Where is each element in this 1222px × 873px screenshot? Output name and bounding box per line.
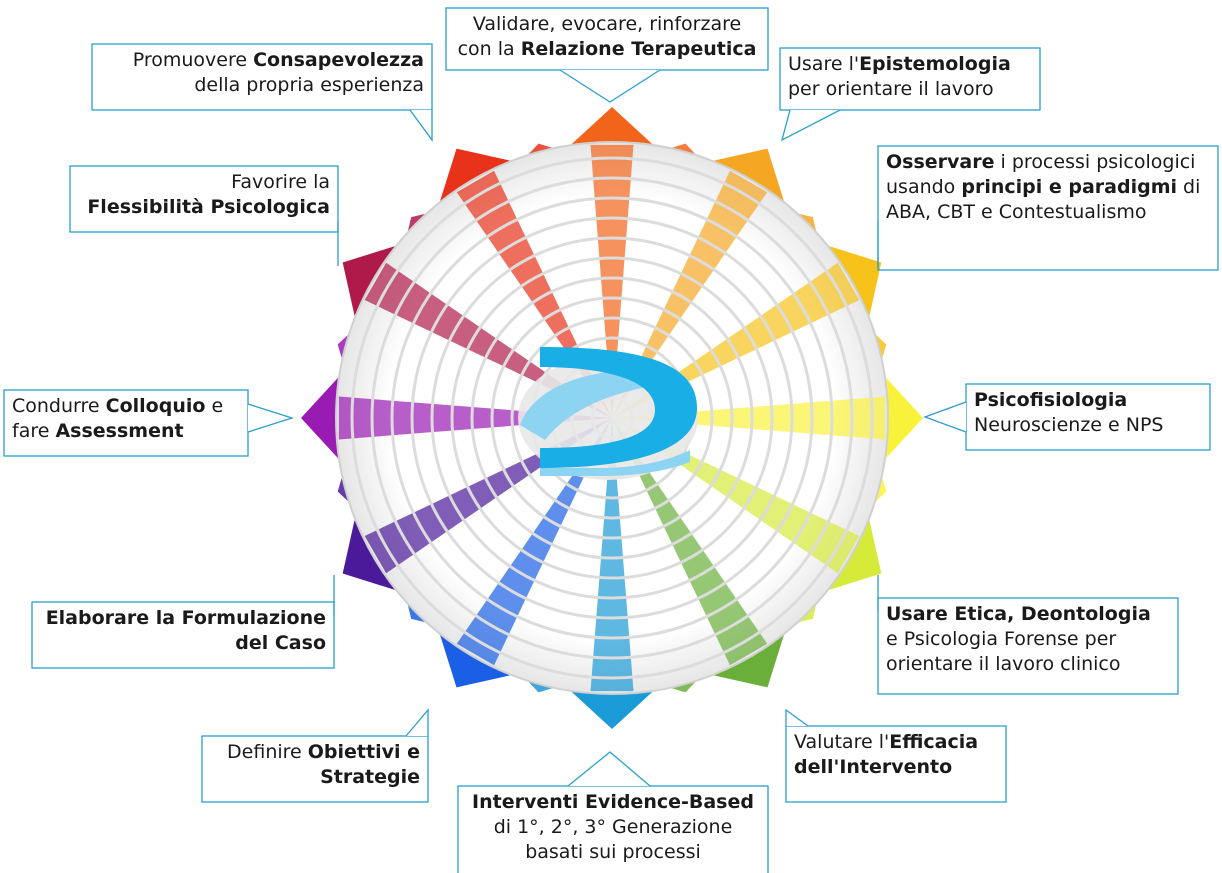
callout-text: Promuovere — [132, 49, 254, 71]
callout-etica: Usare Etica, Deontologia e Psicologia For… — [878, 598, 1178, 681]
wheel-ring — [450, 256, 774, 580]
callout-text: Interventi Evidence-Based — [472, 791, 754, 813]
wheel-ring — [350, 156, 874, 680]
callout-text: basati sui processi — [525, 841, 701, 863]
callout-text: Usare Etica, Deontologia — [886, 603, 1151, 625]
callout-text: della propria esperienza — [194, 74, 424, 96]
wheel-ring — [410, 216, 814, 620]
callout-text: Strategie — [320, 766, 420, 788]
wheel-ring — [370, 176, 854, 660]
wheel-ring — [430, 236, 794, 600]
callout-text: Neuroscienze e NPS — [974, 414, 1164, 436]
wheel-wedge — [338, 396, 612, 440]
callout-text: dell'Intervento — [794, 756, 953, 778]
callout-epistemologia: Usare l'Epistemologia per orientare il la… — [780, 48, 1040, 106]
logo-bottom-tail — [540, 448, 690, 476]
callout-text: e — [205, 395, 224, 417]
logo-lower-arc — [520, 370, 690, 440]
wheel-ring — [470, 276, 754, 560]
callout-text: Assessment — [55, 420, 184, 442]
callout-interventi: Interventi Evidence-Based di 1°, 2°, 3° G… — [458, 786, 768, 869]
callout-text: Obiettivi e — [307, 741, 420, 763]
wheel-wedge — [590, 144, 634, 418]
callout-text: di — [1177, 176, 1201, 198]
wheel-ring — [390, 196, 834, 640]
callout-relazione: Validare, evocare, rinforzare con la Rela… — [446, 8, 768, 66]
callout-osservare: Osservare i processi psicologici usando p… — [878, 146, 1218, 229]
callout-text: Validare, evocare, rinforzare — [472, 13, 742, 35]
callout-text: Flessibilità Psicologica — [87, 196, 330, 218]
callout-text: Consapevolezza — [253, 49, 424, 71]
callout-text: Usare l' — [788, 53, 860, 75]
callout-text: Psicofisiologia — [974, 389, 1128, 411]
callout-text: principi e paradigmi — [961, 176, 1178, 198]
callout-text: i processi psicologici — [994, 151, 1196, 173]
wheel-ring — [490, 296, 734, 540]
wheel-ring — [510, 316, 714, 520]
callout-text: e Psicologia Forense per — [886, 628, 1117, 650]
callout-text: Efficacia — [889, 731, 979, 753]
center-logo-icon — [518, 347, 698, 480]
callout-text: di 1°, 2°, 3° Generazione — [493, 816, 733, 838]
callout-flessibilita: Favorire la Flessibilità Psicologica — [70, 166, 338, 224]
wheel-wedge — [590, 418, 634, 692]
logo-upper-arc — [540, 347, 697, 468]
callout-text: Epistemologia — [859, 53, 1011, 75]
callout-colloquio: Condurre Colloquio e fare Assessment — [4, 390, 248, 448]
wheel-wedge — [612, 396, 886, 440]
callout-text: Elaborare la Formulazione — [45, 607, 326, 629]
callout-efficacia: Valutare l'Efficacia dell'Intervento — [786, 726, 1006, 784]
callout-text: Definire — [227, 741, 308, 763]
callout-formulazione: Elaborare la Formulazione del Caso — [32, 602, 334, 660]
callout-text: Relazione Terapeutica — [520, 38, 757, 60]
callout-text: Valutare l' — [794, 731, 890, 753]
callout-text: Colloquio — [105, 395, 206, 417]
callout-text: Favorire la — [231, 171, 330, 193]
callout-obiettivi: Definire Obiettivi e Strategie — [202, 736, 428, 794]
callout-text: del Caso — [235, 632, 326, 654]
callout-text: con la — [457, 38, 521, 60]
callout-text: per orientare il lavoro — [788, 78, 994, 100]
callout-text: usando — [886, 176, 962, 198]
callout-text: orientare il lavoro clinico — [886, 653, 1121, 675]
callout-text: Osservare — [886, 151, 995, 173]
callout-consapevolezza: Promuovere Consapevolezza della propria e… — [92, 44, 432, 102]
callout-text: ABA, CBT e Contestualismo — [886, 201, 1147, 223]
callout-text: Condurre — [12, 395, 106, 417]
callout-text: fare — [12, 420, 56, 442]
